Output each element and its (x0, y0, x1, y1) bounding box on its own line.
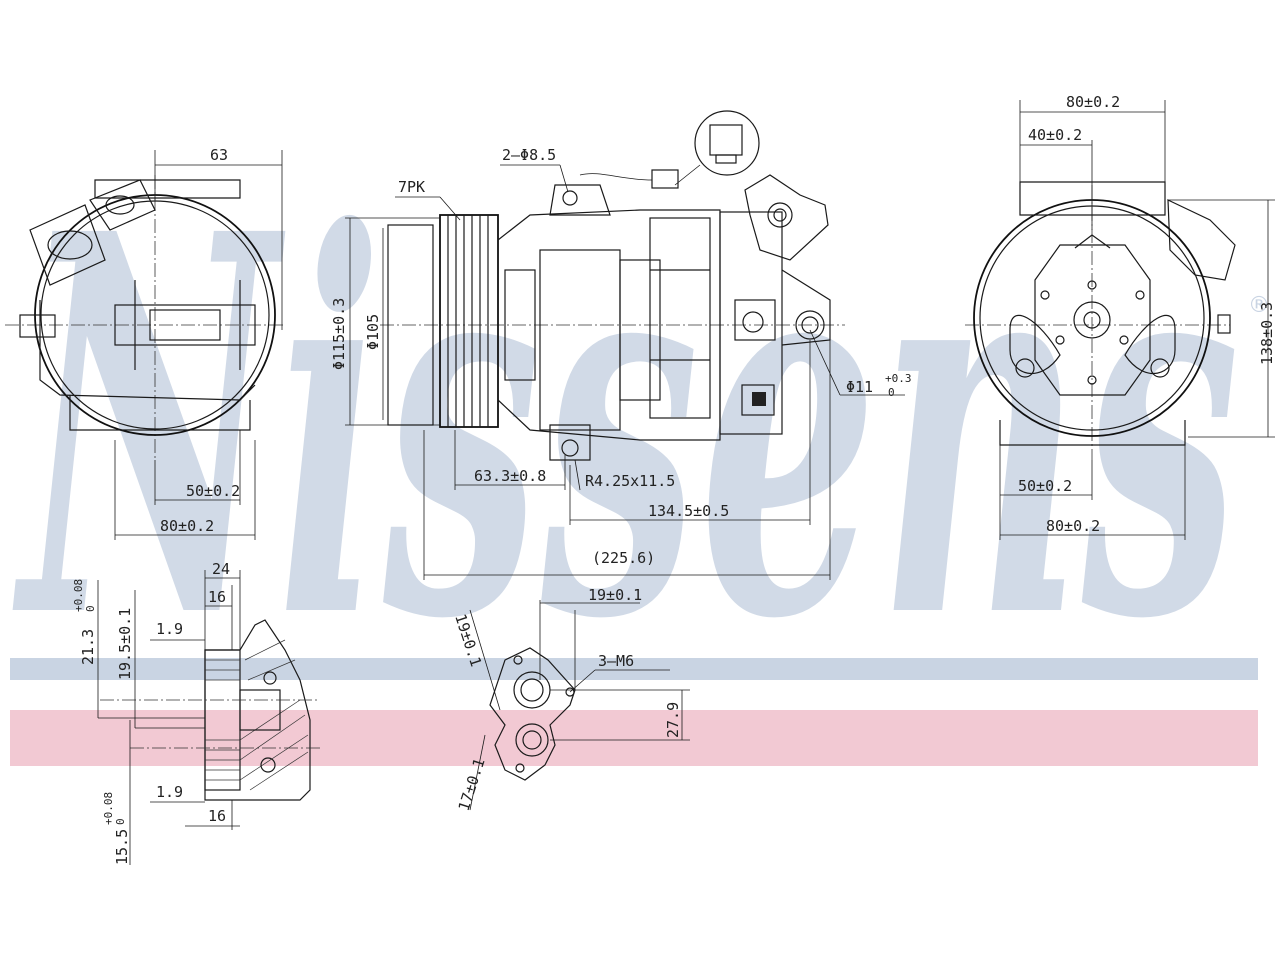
dim-right-50: 50±0.2 (1018, 477, 1072, 495)
dim-dia11-tol-up: +0.3 (885, 372, 912, 385)
dim-bl-195: 19.5±0.1 (116, 608, 134, 680)
dim-bl-16a: 16 (208, 588, 226, 606)
dim-right-40: 40±0.2 (1028, 126, 1082, 144)
dim-right-80-top: 80±0.2 (1066, 93, 1120, 111)
dim-right-138: 138±0.3 (1258, 302, 1276, 365)
dim-bc-279: 27.9 (664, 702, 682, 738)
dim-bl-16b: 16 (208, 807, 226, 825)
dim-left-80: 80±0.2 (160, 517, 214, 535)
watermark-band-red (10, 710, 1258, 766)
dim-bl-155-tol-dn: 0 (114, 818, 127, 825)
dim-bolt-85: 2–Φ8.5 (502, 146, 556, 164)
dim-left-50: 50±0.2 (186, 482, 240, 500)
dim-dia11-tol-dn: 0 (888, 386, 895, 399)
port-section-detail: 21.3 +0.08 0 19.5±0.1 1.9 24 16 1.9 16 1… (72, 560, 320, 865)
dim-2256: (225.6) (592, 549, 655, 567)
dim-bc-19: 19±0.1 (588, 586, 642, 604)
left-view: 63 50±0.2 80±0.2 (5, 146, 285, 540)
dim-bl-213: 21.3 (79, 629, 97, 665)
dim-dia115: Φ115±0.3 (330, 298, 348, 370)
dim-bc-m6: 3–M6 (598, 652, 634, 670)
dim-1345: 134.5±0.5 (648, 502, 729, 520)
registered-mark: ® (1248, 293, 1270, 318)
dim-7pk: 7PK (398, 178, 425, 196)
dim-right-80-bot: 80±0.2 (1046, 517, 1100, 535)
right-view: 80±0.2 40±0.2 138±0.3 50±0.2 80±0.2 (965, 93, 1276, 540)
dim-left-63: 63 (210, 146, 228, 164)
dim-dia105: Φ105 (364, 314, 382, 350)
center-view: 7PK 2–Φ8.5 Φ115±0.3 Φ105 63.3±0.8 R4.25x… (330, 110, 912, 580)
dim-r4: R4.25x11.5 (585, 472, 675, 490)
watermark-band-blue (10, 658, 1258, 680)
dim-bl-24: 24 (212, 560, 230, 578)
dim-bl-213-tol-dn: 0 (84, 605, 97, 612)
dim-bl-155-tol-up: +0.08 (102, 792, 115, 825)
dim-633: 63.3±0.8 (474, 467, 546, 485)
dim-bl-19b: 1.9 (156, 783, 183, 801)
dim-bl-19a: 1.9 (156, 620, 183, 638)
dim-bl-213-tol-up: +0.08 (72, 579, 85, 612)
dim-bl-155: 15.5 (113, 829, 131, 865)
dim-dia11: Φ11 (846, 378, 873, 396)
watermark-logo: Nissens (11, 122, 1240, 733)
